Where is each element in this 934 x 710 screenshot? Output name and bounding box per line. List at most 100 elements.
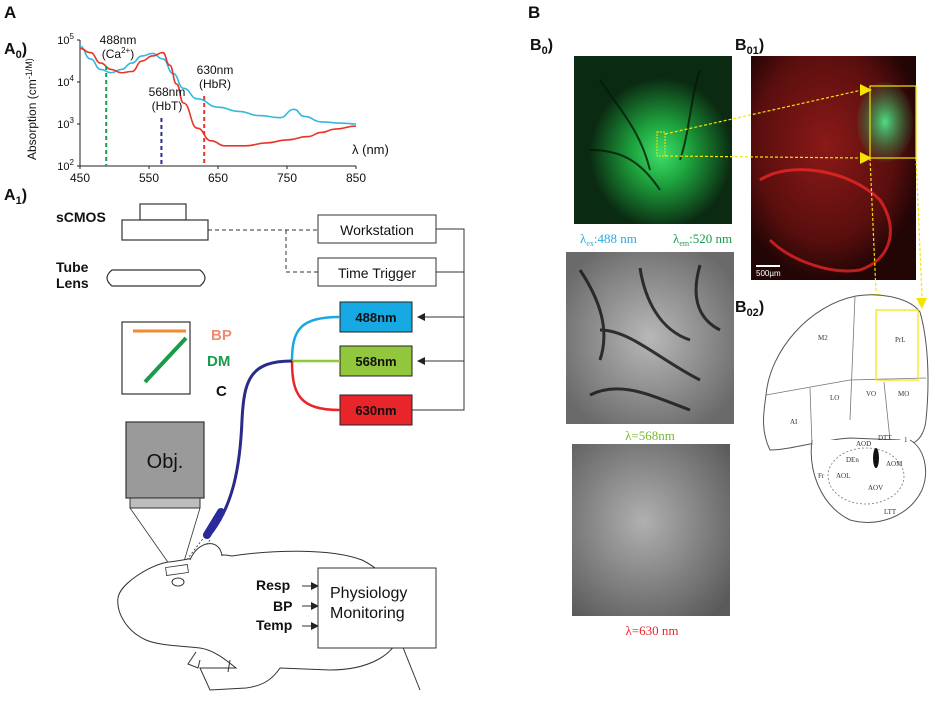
fiber-tip [203, 508, 225, 539]
workstation-label: Workstation [340, 222, 414, 238]
image-column-b0: λex:488 nm λem:520 nm λ=568nm λ=630 nm [566, 56, 734, 638]
panel-label-b0: B0) [530, 37, 553, 57]
objective-body [125, 421, 205, 499]
label-ex: λex:488 nm [580, 231, 637, 248]
optical-setup: sCMOS Tube Lens Workstation Time Trigger… [56, 203, 465, 691]
signal-resp: Resp [256, 577, 290, 593]
y-tick-label: 103 [57, 116, 74, 131]
atlas-outline [763, 294, 929, 451]
objective-label: Obj. [147, 451, 184, 473]
chart-annotations: 488nm(Ca2+) 568nm(HbT) 630nm(HbR) [100, 33, 234, 166]
region-aol: AOL [836, 472, 850, 480]
light-cone [129, 507, 201, 569]
marker-sublabel-568nm: (HbT) [152, 99, 183, 113]
series-line-0 [79, 45, 357, 125]
region-ltt: LTT [884, 508, 897, 516]
mouse-paw [187, 651, 231, 673]
histology-roi [869, 85, 917, 159]
image-568 [566, 252, 734, 424]
atlas-roi [875, 309, 919, 381]
panel-label-a1: A1) [4, 187, 27, 207]
panel-label-a: A [4, 3, 16, 22]
zoom-connectors-1 [664, 89, 863, 159]
objective-tip [129, 497, 201, 509]
label-568: λ=568nm [625, 428, 675, 443]
mouse-ear [189, 543, 223, 561]
mouse-eye [171, 577, 185, 587]
led-630-box [339, 394, 413, 426]
filter-cube [121, 321, 191, 395]
x-tick-label: 450 [70, 171, 90, 185]
fiber-630 [290, 360, 341, 412]
led-boxes: 488nm 568nm 630nm [339, 301, 413, 426]
region-mo: MO [898, 390, 909, 398]
trigger-link [285, 230, 318, 273]
led-488-box [339, 301, 413, 333]
zoom-arrow-4 [916, 298, 927, 309]
bp-label: BP [211, 327, 232, 344]
x-tick-label: 850 [346, 171, 366, 185]
y-tick-label: 102 [57, 158, 74, 173]
region-fr: Fr [818, 472, 825, 480]
region-ai: AI [790, 418, 798, 426]
atlas-aon [827, 447, 905, 505]
y-axis-label: Absorption (cm-1/M) [24, 58, 39, 160]
histology-image: 500µm [751, 56, 917, 280]
brain-atlas: M2 PrL MO VO LO AI AOD DTT AOM AOL AOV D… [763, 294, 929, 523]
label-em: λem:520 nm [673, 231, 732, 248]
series-line-1 [79, 47, 357, 147]
zoom-connectors-2 [869, 157, 923, 297]
atlas-olfactory [810, 439, 926, 523]
camera-body [121, 219, 209, 241]
marker-label-630nm: 630nm [197, 63, 234, 77]
led-630-label: 630nm [355, 403, 396, 418]
region-m2: M2 [818, 334, 828, 342]
signal-bp: BP [273, 598, 292, 614]
fiber-bundle [210, 359, 293, 533]
marker-sublabel-488nm: (Ca2+) [102, 46, 134, 61]
panel-label-a0: A0) [4, 41, 27, 61]
region-dtt: DTT [878, 434, 892, 442]
panel-label-b: B [528, 3, 540, 22]
tube-lens-shape [106, 269, 206, 287]
tube-label-2: Lens [56, 275, 89, 291]
time-trigger-label: Time Trigger [338, 265, 416, 281]
chart-series [79, 45, 357, 147]
atlas-ventricle [873, 448, 879, 468]
dm-label: DM [207, 353, 230, 370]
region-vo: VO [866, 390, 876, 398]
x-tick-label: 650 [208, 171, 228, 185]
monitor-label-2: Monitoring [330, 605, 405, 622]
c-label: C [216, 383, 227, 400]
region-layer1: 1 [904, 436, 908, 444]
gcamp-roi [656, 131, 666, 157]
led-568-label: 568nm [355, 354, 396, 369]
histology-expression [857, 82, 913, 162]
monitor-box [317, 567, 437, 649]
dichroic-mirror [143, 336, 188, 384]
monitor-label-1: Physiology [330, 585, 407, 602]
led-488-label: 488nm [355, 310, 396, 325]
marker-label-568nm: 568nm [149, 85, 186, 99]
y-tick-label: 105 [57, 32, 74, 47]
region-aov: AOV [868, 484, 883, 492]
marker-sublabel-630nm: (HbR) [199, 77, 231, 91]
label-630: λ=630 nm [626, 623, 679, 638]
region-aom: AOM [886, 460, 903, 468]
tube-label-1: Tube [56, 259, 89, 275]
y-tick-label: 104 [57, 74, 74, 89]
vessels-568 [578, 264, 721, 412]
zoom-arrow-2 [860, 152, 872, 164]
region-aod: AOD [856, 440, 871, 448]
region-den: DEn [846, 456, 859, 464]
camera-label: sCMOS [56, 209, 106, 225]
panel-label-b01: B01) [735, 37, 764, 57]
control-bus [412, 228, 465, 411]
led-568-box [339, 345, 413, 377]
image-630 [572, 444, 730, 616]
cranial-window [165, 564, 189, 576]
marker-label-488nm: 488nm [100, 33, 137, 47]
